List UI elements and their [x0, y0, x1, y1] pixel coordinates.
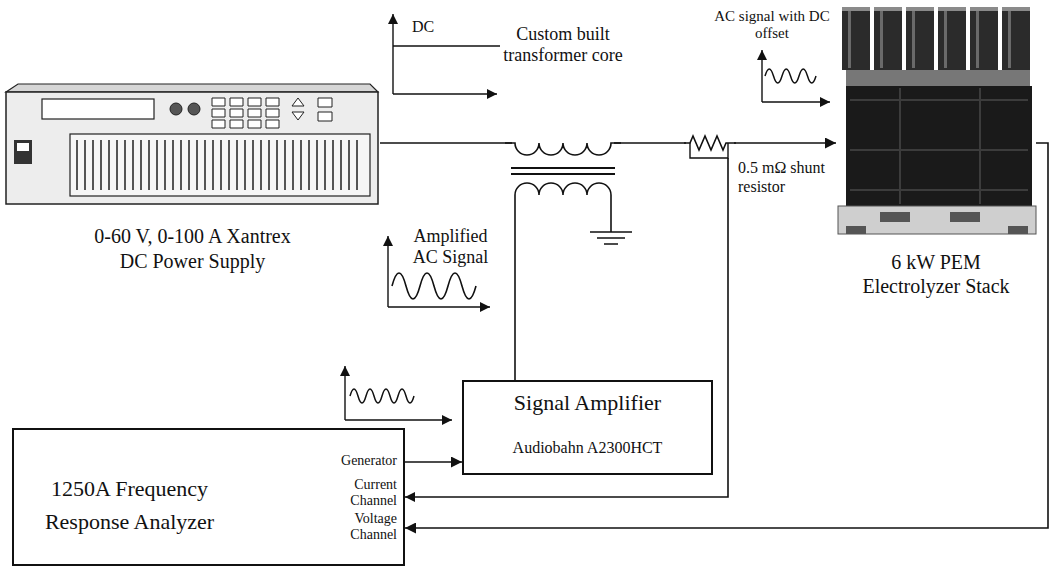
node-text: Audiobahn A2300HCT [513, 438, 663, 457]
stack-base [838, 206, 1036, 234]
text-slot: 0-60 V, 0-100 A Xantrex DC Power Supply [80, 224, 305, 274]
transformer-core [511, 168, 615, 174]
stack-body [846, 86, 1032, 206]
node-text: Signal Amplifier [514, 390, 661, 416]
supply-buttons [212, 98, 332, 128]
signal-axis [762, 101, 830, 102]
amplifier-box: Signal AmplifierAudiobahn A2300HCT [462, 380, 713, 475]
label-slot: Amplified AC Signal [403, 226, 498, 267]
signal-axis [761, 50, 762, 102]
current-sense-wire [405, 158, 728, 497]
ground-symbol [590, 232, 632, 244]
label-slot: 0.5 mΩ shunt resistor [738, 158, 838, 196]
label-slot: Custom built transformer core [493, 24, 633, 65]
amplifier-output-wire [514, 195, 516, 380]
text-slot: 1250A Frequency Response Analyzer [22, 472, 237, 538]
secondary-coil [515, 183, 611, 195]
supply-vent-panel [70, 134, 370, 196]
label-slot: DC [412, 18, 452, 36]
stack-cylinders [842, 8, 1030, 70]
supply-switch [14, 140, 32, 164]
node-text: 1250A Frequency Response Analyzer [22, 472, 237, 538]
annotation-label: DC [412, 18, 434, 36]
electrolyzer-stack: 6 kW PEM Electrolyzer Stack [836, 0, 1036, 300]
signal-axis [393, 93, 497, 94]
supply-body [6, 92, 378, 204]
supply-knob [170, 103, 182, 115]
analyzer-box: 1250A Frequency Response Analyzer Generat… [12, 428, 405, 566]
annotation-label: Amplified AC Signal [403, 226, 498, 267]
supply-display [42, 99, 154, 119]
ground-wire [610, 195, 612, 232]
text-slot: Signal Amplifier [464, 390, 711, 416]
signal-axis [392, 14, 393, 94]
supply-vents [76, 140, 364, 190]
node-text: Voltage Channel [335, 511, 397, 543]
label-slot: AC signal with DC offset [712, 8, 832, 43]
shunt-sense-bracket [690, 143, 728, 158]
stack-base-parts [846, 212, 1028, 234]
text-slot: Audiobahn A2300HCT [464, 438, 711, 457]
ac-wave [350, 389, 414, 403]
signal-axis [387, 236, 388, 307]
annotation-label: 0.5 mΩ shunt resistor [738, 158, 838, 196]
node-text: 0-60 V, 0-100 A Xantrex DC Power Supply [80, 224, 305, 274]
annotation-label: AC signal with DC offset [712, 8, 832, 43]
stack-manifold [846, 70, 1030, 86]
text-slot: 6 kW PEM Electrolyzer Stack [851, 250, 1021, 298]
power-supply: 0-60 V, 0-100 A Xantrex DC Power Supply [5, 88, 380, 278]
signal-wire [405, 461, 462, 463]
stack-cylinder-tops [842, 7, 1030, 11]
annotation-label: Custom built transformer core [493, 24, 633, 65]
stack-cylinder-shine [848, 10, 1030, 68]
text-slot: Generator [277, 453, 397, 469]
node-text: Current Channel [335, 477, 397, 509]
node-text: Generator [341, 453, 397, 469]
supply-top [6, 84, 378, 92]
signal-axis [388, 306, 490, 307]
primary-coil [505, 143, 621, 155]
signal-axis [345, 419, 452, 420]
signal-axis [344, 366, 345, 420]
node-text: 6 kW PEM Electrolyzer Stack [851, 250, 1021, 298]
ac-wave [765, 69, 816, 83]
dc-level [393, 45, 500, 47]
text-slot: Voltage Channel [335, 511, 397, 543]
supply-switch-face [17, 143, 29, 151]
stack-body-lines [850, 88, 1028, 204]
supply-knob [188, 103, 200, 115]
ac-wave [392, 273, 476, 299]
text-slot: Current Channel [335, 477, 397, 509]
